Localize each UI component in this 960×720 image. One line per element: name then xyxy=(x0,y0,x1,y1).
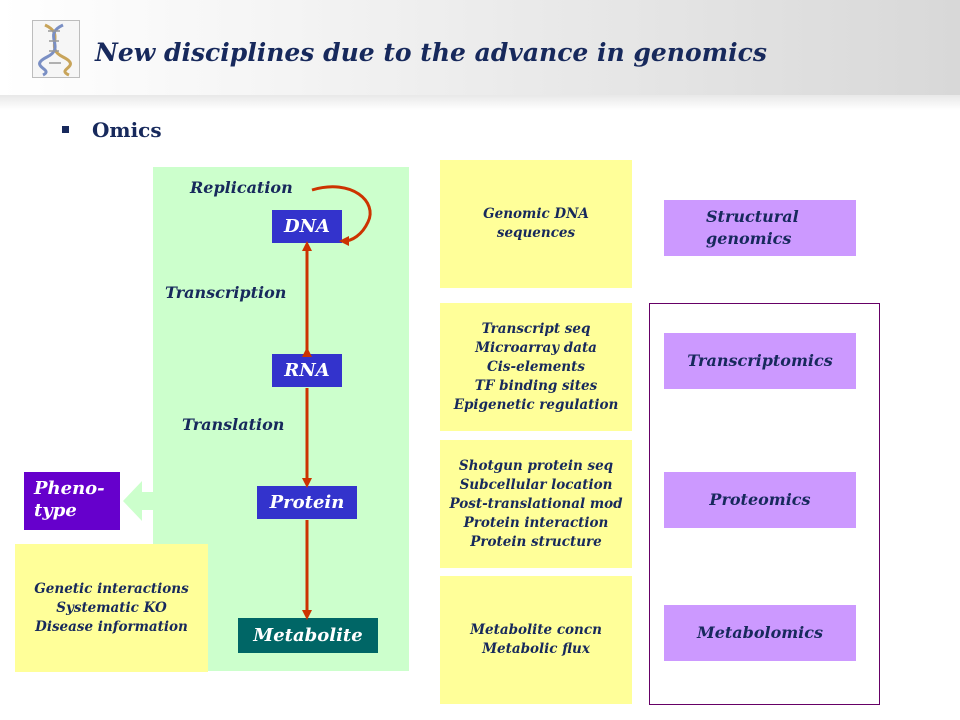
discipline-structural-genomics: Structural genomics xyxy=(664,200,856,256)
curved-arrow-icon xyxy=(311,185,372,246)
data-box-protein: Shotgun protein seq Subcellular location… xyxy=(440,440,632,568)
square-bullet-icon xyxy=(62,126,69,133)
discipline-transcriptomics: Transcriptomics xyxy=(664,333,856,389)
translation-label: Translation xyxy=(182,415,285,434)
data-box-genomic: Genomic DNA sequences xyxy=(440,160,632,288)
omics-group-outline xyxy=(649,303,880,705)
discipline-proteomics: Proteomics xyxy=(664,472,856,528)
genetic-interactions-box: Genetic interactions Systematic KO Disea… xyxy=(15,544,208,672)
bullet-omics: Omics xyxy=(92,118,162,142)
metabolite-node: Metabolite xyxy=(238,618,378,653)
transcription-label: Transcription xyxy=(165,283,287,302)
phenotype-box: Pheno- type xyxy=(24,472,120,530)
replication-label: Replication xyxy=(190,178,293,197)
discipline-metabolomics: Metabolomics xyxy=(664,605,856,661)
dna-node: DNA xyxy=(272,210,342,243)
rna-node: RNA xyxy=(272,354,342,387)
page-title: New disciplines due to the advance in ge… xyxy=(95,38,767,67)
header-band xyxy=(0,0,960,100)
left-block-arrow-icon xyxy=(123,481,153,521)
data-box-transcript: Transcript seq Microarray data Cis-eleme… xyxy=(440,303,632,431)
data-box-metabolite: Metabolite concn Metabolic flux xyxy=(440,576,632,704)
dna-helix-logo xyxy=(32,20,80,78)
protein-node: Protein xyxy=(257,486,357,519)
header-shadow xyxy=(0,95,960,110)
